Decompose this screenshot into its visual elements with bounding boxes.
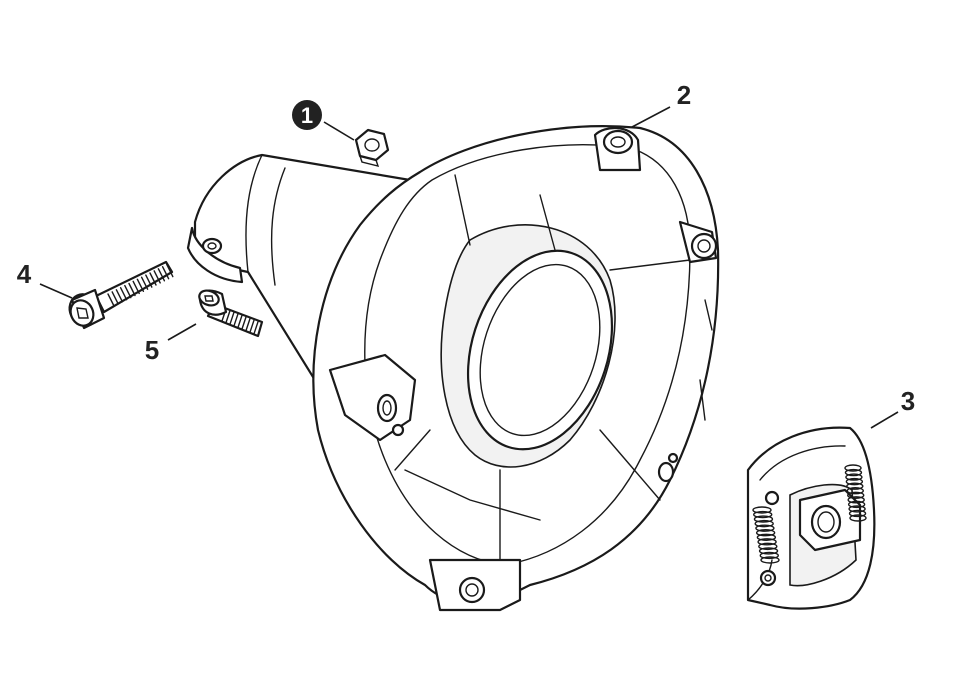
part-3-clutch-assembly <box>746 426 876 610</box>
callout-1-badge: 1 <box>292 100 322 130</box>
leader-line-5 <box>167 323 197 341</box>
callout-4-label: 4 <box>17 259 32 289</box>
clutch-spring-left <box>752 506 780 564</box>
part-4-long-screw <box>68 260 174 330</box>
part-2-clutch-housing <box>186 125 720 612</box>
leader-line-3 <box>870 411 899 429</box>
leader-line-1 <box>323 121 355 141</box>
callout-2-label: 2 <box>677 80 691 110</box>
callout-1-label: 1 <box>301 103 313 128</box>
callout-5-label: 5 <box>145 335 159 365</box>
leader-line-2 <box>631 106 671 128</box>
part-1-nut <box>354 128 390 167</box>
clutch-spring-right <box>844 464 867 522</box>
callout-1-circle <box>292 100 322 130</box>
leader-line-4 <box>39 283 73 299</box>
callout-3-label: 3 <box>901 386 915 416</box>
part-5-short-screw <box>198 289 264 338</box>
